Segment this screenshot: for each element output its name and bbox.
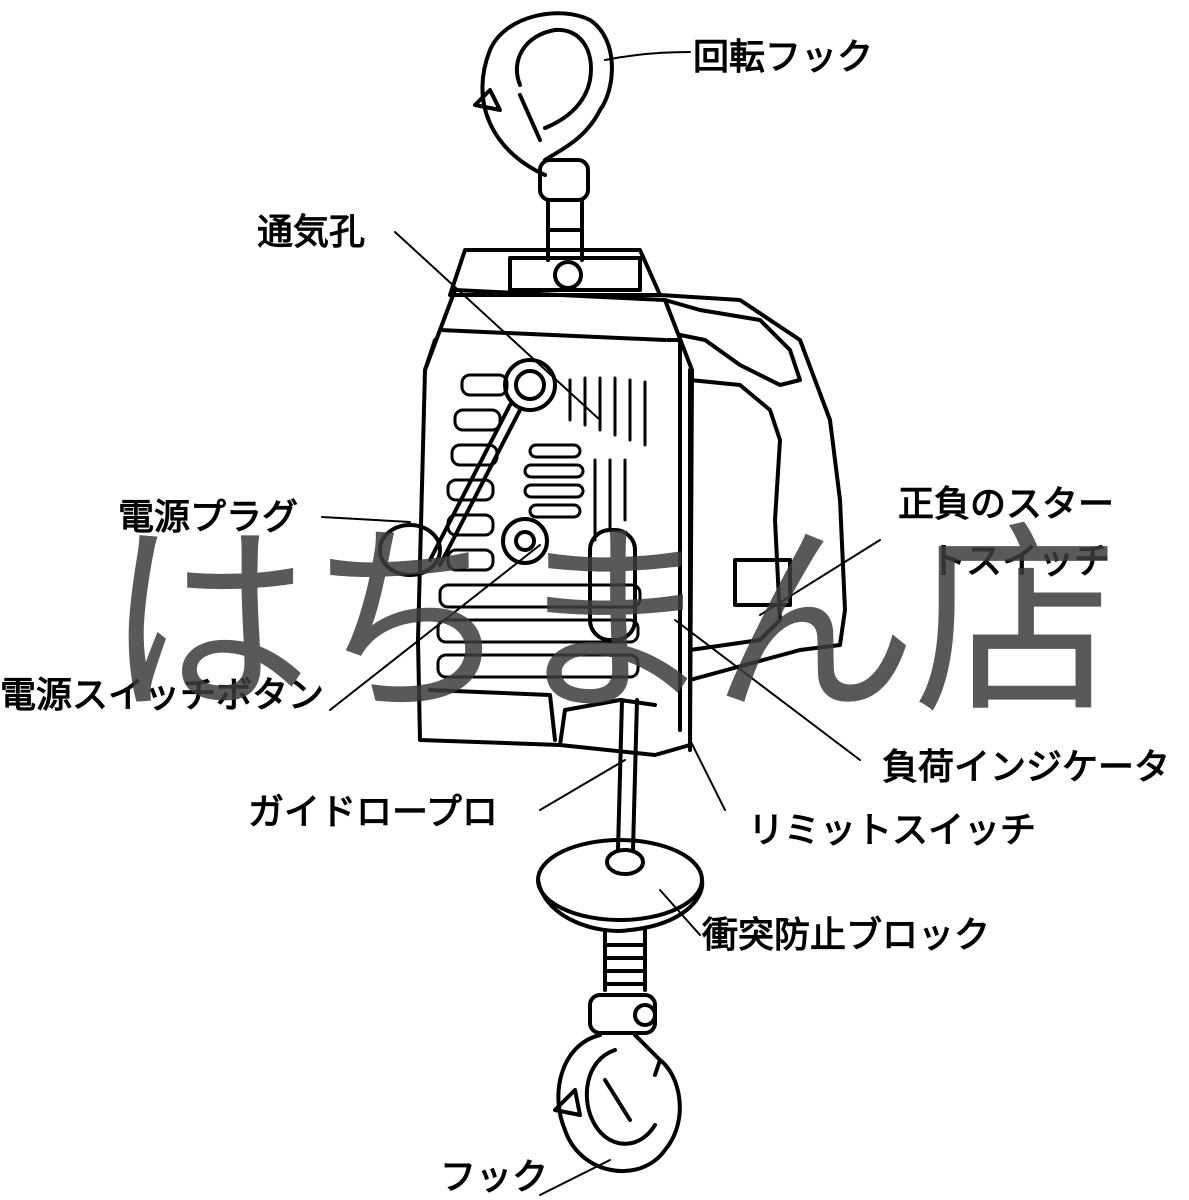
top-plate-drawing [448, 248, 662, 297]
label-power-plug: 電源プラグ [118, 497, 299, 538]
label-anti-collision-block: 衝突防止ブロック [702, 915, 991, 956]
bottom-hook-drawing [553, 993, 682, 1173]
leader-lines [321, 51, 881, 1196]
rope-block-drawing [536, 698, 705, 992]
swivel-hook-drawing [473, 11, 614, 262]
label-start-switch-line1: 正負のスター [898, 484, 1115, 525]
vent-slots-drawing [436, 373, 647, 679]
power-knob-drawing [378, 358, 637, 642]
label-vent-hole: 通気孔 [257, 212, 366, 253]
label-power-switch-button: 電源スイッチボタン [0, 675, 325, 716]
label-limit-switch: リミットスイッチ [748, 810, 1037, 851]
label-guide-rope: ガイドロープロ [248, 792, 498, 833]
label-hook: フック [440, 1157, 549, 1198]
label-start-switch-line2: トスイッチ [930, 541, 1111, 582]
watermark-text: はちまん店 [105, 503, 1119, 743]
label-load-indicator: 負荷インジケータ [882, 747, 1171, 788]
label-swivel-hook: 回転フック [693, 37, 874, 78]
